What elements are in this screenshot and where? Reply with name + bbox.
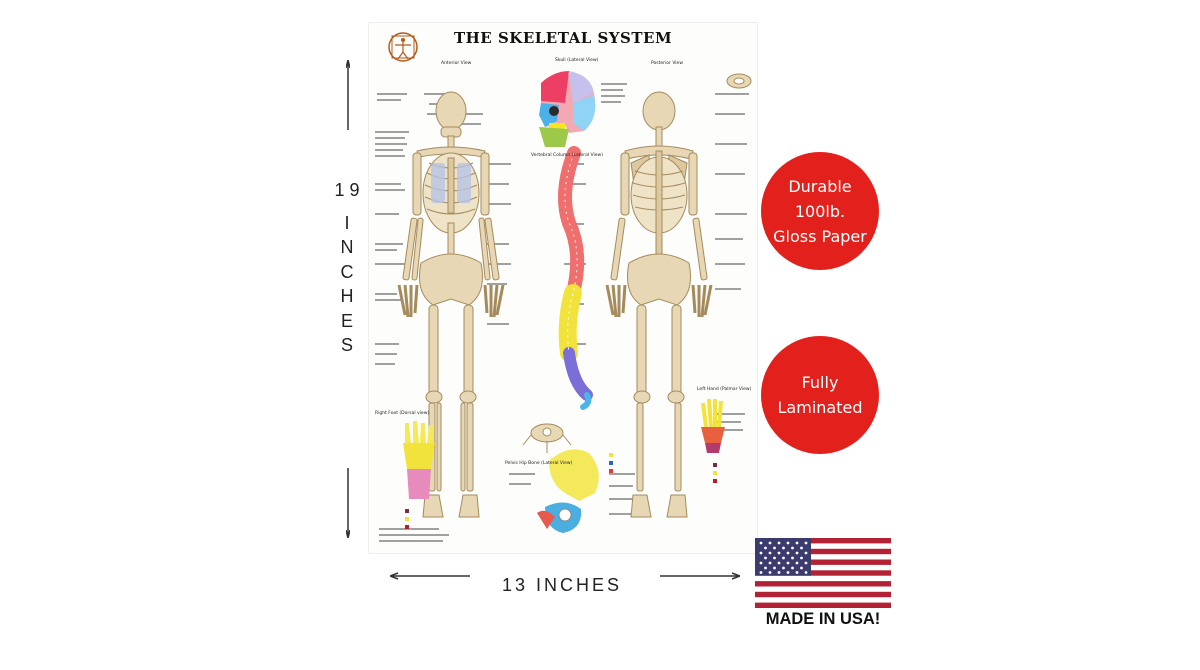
right-foot-illustration [403, 421, 435, 499]
width-label: 13 INCHES [501, 575, 623, 595]
subtitle-skull: Skull (Lateral View) [555, 58, 599, 63]
poster-illustration [375, 71, 752, 542]
height-label: 1 9 INCHES [333, 178, 361, 358]
laminated-badge: Fully Laminated [761, 336, 879, 454]
atlas-illustration [726, 73, 752, 89]
width-arrow [390, 572, 740, 580]
vertebral-column [558, 146, 593, 410]
vertebra-illustration [522, 423, 572, 453]
left-hand-illustration [701, 398, 725, 453]
subtitle-posterior: Posterior View [651, 61, 683, 66]
pelvis-illustration [537, 449, 599, 533]
skeletal-poster: THE SKELETAL SYSTEM Anterior View Skull … [368, 22, 758, 554]
skull-illustration [539, 71, 596, 147]
height-arrow [346, 60, 350, 538]
made-in-usa-label: MADE IN USA! [765, 610, 881, 628]
subtitle-right-foot: Right Foot (Dorsal view) [375, 411, 430, 416]
subtitle-anterior: Anterior View [441, 61, 472, 66]
laminated-text: Fully Laminated [777, 373, 863, 417]
gloss-paper-badge: Durable 100lb. Gloss Paper [761, 152, 879, 270]
subtitle-pelvis: Pelvis Hip Bone (Lateral View) [505, 461, 573, 466]
vitruvian-logo [387, 31, 419, 67]
us-flag-icon [755, 538, 891, 608]
subtitle-left-hand: Left Hand (Palmar View) [697, 387, 752, 392]
subtitle-vertebral: Vertebral Column (Lateral View) [531, 153, 603, 158]
posterior-skeleton [605, 91, 713, 518]
gloss-paper-text: Durable 100lb. Gloss Paper [773, 176, 867, 246]
legend-swatches [405, 453, 717, 529]
height-unit: INCHES [340, 212, 354, 356]
height-number: 1 9 [334, 180, 360, 200]
poster-title: THE SKELETAL SYSTEM [453, 29, 673, 47]
